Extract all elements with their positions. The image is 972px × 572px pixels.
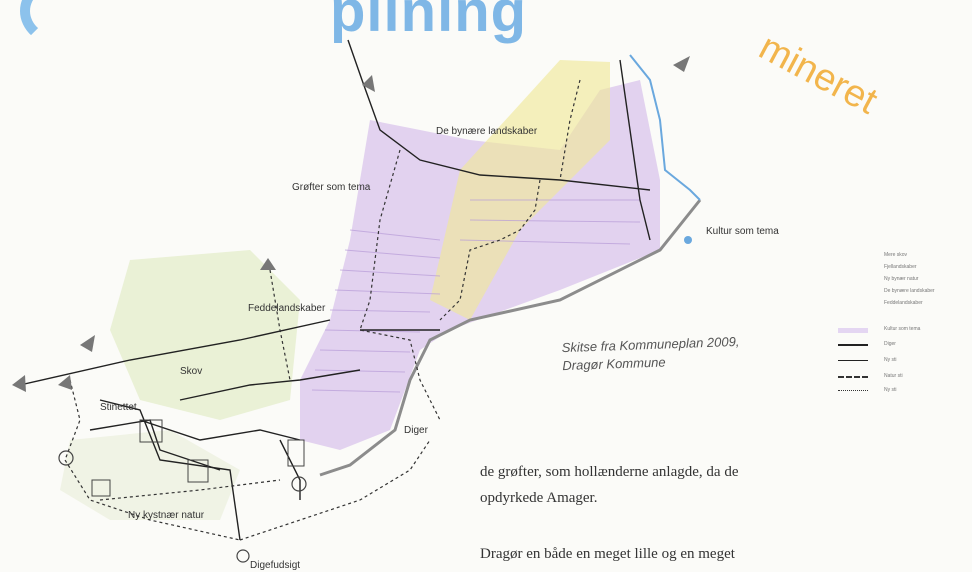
- legend-sample-kultur: [838, 328, 868, 333]
- legend-item: Ny bynær natur: [884, 276, 919, 282]
- map-caption: Skitse fra Kommuneplan 2009, Dragør Komm…: [561, 333, 740, 375]
- legend-item: Feddelandskaber: [884, 300, 923, 306]
- label-digefod: Digefudsigt: [250, 560, 301, 571]
- label-skov: Skov: [180, 366, 203, 377]
- legend-item: De bynære landskaber: [884, 288, 935, 294]
- legend-item: Natur sti: [884, 373, 903, 379]
- body-line-1: de grøfter, som hollænderne anlagde, da …: [480, 464, 739, 480]
- direction-arrows: [12, 56, 690, 392]
- coastline-north: [629, 54, 701, 201]
- road-network: [19, 39, 651, 541]
- label-bynaere: De bynære landskaber: [436, 126, 538, 137]
- label-fedde: Feddelandskaber: [248, 303, 326, 314]
- body-line-3: Dragør en både en meget lille og en mege…: [480, 546, 735, 562]
- water-dot: [684, 236, 692, 244]
- legend-item: Fjellandskaber: [884, 264, 917, 270]
- label-diger: Diger: [404, 425, 428, 436]
- legend-item: Kultur som tema: [884, 326, 921, 332]
- legend-item: Ny sti: [884, 387, 897, 393]
- legend-sample-natursti: [838, 376, 868, 378]
- legend-sample-sti: [838, 360, 868, 361]
- label-stinettet: Stinettet: [100, 402, 137, 413]
- body-line-2: opdyrkede Amager.: [480, 490, 598, 506]
- label-grofter: Grøfter som tema: [292, 182, 371, 193]
- label-kultur: Kultur som tema: [706, 226, 779, 237]
- label-kystnaer: Ny kystnær natur: [128, 510, 205, 521]
- heading-letter-fragment: [20, 0, 100, 46]
- page-heading: pilning: [330, 0, 528, 44]
- legend-item: Ny sti: [884, 357, 897, 363]
- grofter-hatching: [311, 199, 641, 393]
- coastline-diger: [319, 199, 702, 477]
- legend-item: Diger: [884, 341, 896, 347]
- legend-sample-nysti: [838, 390, 868, 391]
- zone-bynaere: [430, 60, 610, 320]
- viewpoint-markers: [58, 450, 307, 563]
- legend-item: Mere skov: [884, 252, 908, 258]
- zone-kystnaer: [60, 430, 240, 520]
- path-network: [64, 79, 581, 541]
- map-legend: Mere skov Fjellandskaber Ny bynær natur …: [834, 252, 966, 402]
- zone-skov: [110, 250, 300, 420]
- building-outlines: [91, 419, 305, 497]
- legend-sample-diger: [838, 344, 868, 346]
